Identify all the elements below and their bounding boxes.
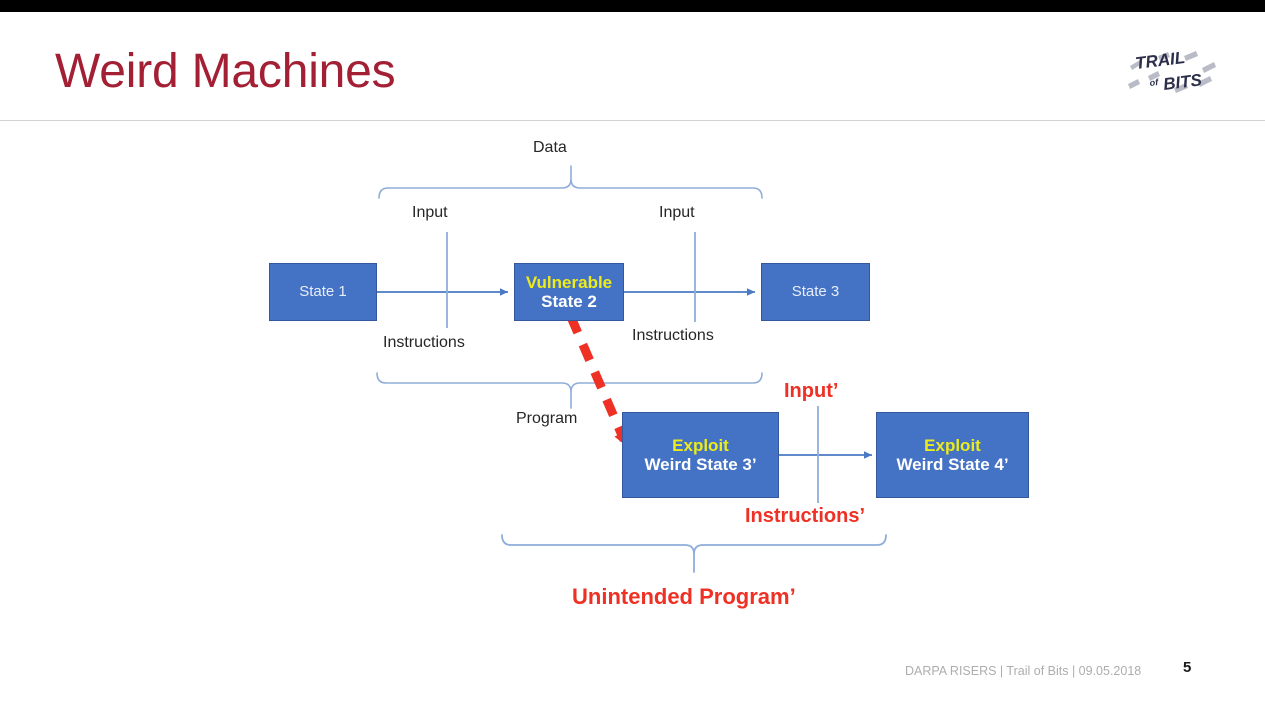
label-data: Data xyxy=(533,139,567,156)
weird-machine-diagram: State 1 Vulnerable State 2 State 3 Explo… xyxy=(0,120,1265,650)
label-input-2: Input xyxy=(659,204,695,221)
label-input-1: Input xyxy=(412,204,448,221)
logo-line1: TRAIL xyxy=(1134,50,1186,73)
node-state-1-label: State 1 xyxy=(299,282,347,300)
page-title: Weird Machines xyxy=(55,45,396,98)
node-state-2-tag: Vulnerable xyxy=(525,272,613,292)
node-state-2[interactable]: Vulnerable State 2 xyxy=(514,263,624,321)
top-black-bar xyxy=(0,0,1265,12)
node-state-3-label: State 3 xyxy=(791,282,840,300)
node-weird-state-4-prime[interactable]: Exploit Weird State 4’ xyxy=(876,412,1029,498)
label-program: Program xyxy=(516,410,578,427)
diagram-connectors xyxy=(376,165,887,573)
node-weird-state-4-tag: Exploit xyxy=(924,435,981,455)
header-divider xyxy=(0,120,1265,121)
node-state-3[interactable]: State 3 xyxy=(761,263,870,321)
label-unintended-program: Unintended Program’ xyxy=(572,584,796,609)
trail-of-bits-logo: TRAIL of BITS xyxy=(1128,48,1220,98)
node-state-2-label: State 2 xyxy=(541,292,597,311)
logo-line2: of xyxy=(1149,77,1160,88)
footer-meta: DARPA RISERS | Trail of Bits | 09.05.201… xyxy=(905,664,1142,678)
label-instructions-2: Instructions xyxy=(632,327,714,344)
node-state-1[interactable]: State 1 xyxy=(269,263,377,321)
label-instructions-prime: Instructions’ xyxy=(745,505,866,527)
node-weird-state-4-label: Weird State 4’ xyxy=(896,455,1009,474)
node-weird-state-3-prime[interactable]: Exploit Weird State 3’ xyxy=(622,412,779,498)
node-weird-state-3-tag: Exploit xyxy=(672,435,729,455)
node-weird-state-3-label: Weird State 3’ xyxy=(644,455,757,474)
logo-line3: BITS xyxy=(1162,70,1203,94)
page-number: 5 xyxy=(1183,659,1192,676)
label-instructions-1: Instructions xyxy=(383,334,465,351)
label-input-prime: Input’ xyxy=(784,380,839,402)
